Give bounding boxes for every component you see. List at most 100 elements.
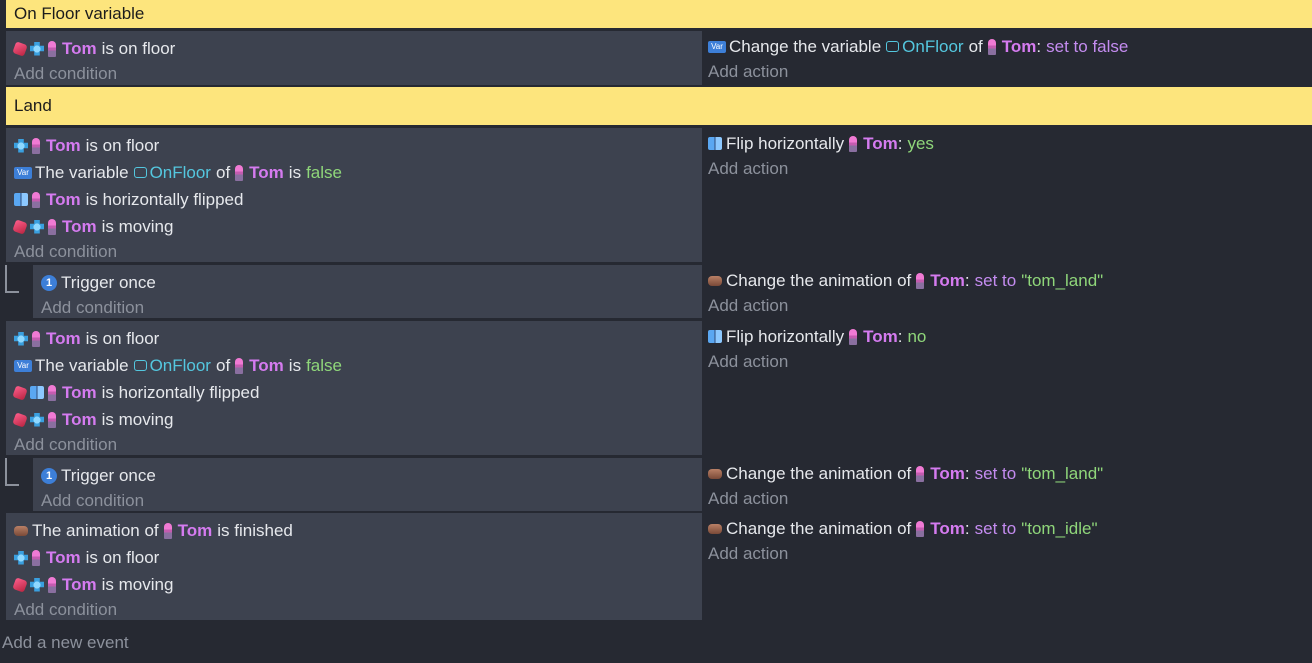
object-name: Tom: [249, 356, 284, 375]
character-icon: [48, 384, 56, 401]
colon: :: [964, 519, 970, 538]
condition-variable-onfloor[interactable]: Var The variable OnFloor of Tom is false: [14, 352, 702, 379]
variable-icon: Var: [14, 166, 32, 179]
add-new-event-link[interactable]: Add a new event: [2, 633, 129, 652]
character-icon: [48, 40, 56, 57]
add-action-link[interactable]: Add action: [708, 62, 789, 81]
value-yes: yes: [907, 134, 934, 153]
conditions-panel[interactable]: 1 Trigger once Add condition: [33, 458, 702, 511]
condition-trigger-once[interactable]: 1 Trigger once: [41, 269, 702, 296]
add-action-link[interactable]: Add action: [708, 489, 789, 508]
group-title: Land: [14, 96, 52, 115]
condition-text: is on floor: [85, 329, 160, 348]
platformer-icon: [30, 412, 44, 427]
animation-icon: [708, 468, 722, 479]
condition-text: is on floor: [85, 136, 160, 155]
operator: set to: [974, 271, 1017, 290]
condition-tom-on-floor[interactable]: Tom is on floor: [14, 325, 702, 352]
conditions-panel[interactable]: Tom is on floor Add condition: [6, 31, 702, 85]
animation-value: "tom_land": [1021, 271, 1104, 290]
of-text: of: [968, 37, 983, 56]
action-text: Change the animation of: [726, 464, 912, 483]
is-text: is: [288, 163, 302, 182]
condition-tom-hflipped[interactable]: Tom is horizontally flipped: [14, 186, 702, 213]
condition-trigger-once[interactable]: 1 Trigger once: [41, 462, 702, 489]
condition-text: is on floor: [101, 39, 176, 58]
object-name: Tom: [46, 329, 81, 348]
actions-panel[interactable]: Change the animation of Tom : set to "to…: [704, 265, 1312, 318]
add-condition-link[interactable]: Add condition: [41, 298, 145, 317]
condition-tom-on-floor[interactable]: Tom is on floor: [14, 132, 702, 159]
action-change-animation[interactable]: Change the animation of Tom : set to "to…: [708, 515, 1312, 542]
cube-icon: [12, 411, 28, 428]
action-flip-yes[interactable]: Flip horizontally Tom : yes: [708, 130, 1312, 157]
action-text: Change the animation of: [726, 271, 912, 290]
condition-tom-not-hflipped[interactable]: Tom is horizontally flipped: [12, 379, 702, 406]
platformer-icon: [30, 577, 44, 592]
cube-icon: [12, 384, 28, 401]
actions-panel[interactable]: Flip horizontally Tom : yes Add action: [704, 128, 1312, 262]
action-change-animation[interactable]: Change the animation of Tom : set to "to…: [708, 460, 1312, 487]
animation-icon: [708, 523, 722, 534]
condition-text: is horizontally flipped: [85, 190, 244, 209]
value-false: false: [306, 356, 342, 375]
action-change-animation[interactable]: Change the animation of Tom : set to "to…: [708, 267, 1312, 294]
condition-text: is horizontally flipped: [101, 383, 260, 402]
add-condition-link[interactable]: Add condition: [14, 64, 118, 83]
character-icon: [32, 330, 40, 347]
action-text: Flip horizontally: [726, 327, 845, 346]
animation-value: "tom_land": [1021, 464, 1104, 483]
add-condition-link[interactable]: Add condition: [14, 600, 118, 619]
object-name: Tom: [46, 136, 81, 155]
add-action-link[interactable]: Add action: [708, 159, 789, 178]
condition-text: is moving: [101, 575, 174, 594]
conditions-panel[interactable]: The animation of Tom is finished Tom is …: [6, 513, 702, 620]
group-header-land[interactable]: Land: [6, 87, 1312, 125]
condition-tom-moving[interactable]: Tom is moving: [12, 213, 702, 240]
object-name: Tom: [863, 134, 898, 153]
condition-tom-on-floor[interactable]: Tom is on floor: [14, 544, 702, 571]
group-header-on-floor-variable[interactable]: On Floor variable: [6, 0, 1312, 28]
condition-tom-moving[interactable]: Tom is moving: [12, 406, 702, 433]
object-name: Tom: [46, 548, 81, 567]
operator: set to: [974, 464, 1017, 483]
actions-panel[interactable]: Change the animation of Tom : set to "to…: [704, 513, 1312, 620]
condition-animation-finished[interactable]: The animation of Tom is finished: [14, 517, 702, 544]
condition-variable-onfloor[interactable]: Var The variable OnFloor of Tom is false: [14, 159, 702, 186]
event-4[interactable]: The animation of Tom is finished Tom is …: [0, 513, 1312, 620]
add-action-link[interactable]: Add action: [708, 352, 789, 371]
sub-event-connector: [5, 265, 19, 293]
condition-tom-not-moving[interactable]: Tom is moving: [12, 571, 702, 598]
condition-tom-on-floor[interactable]: Tom is on floor: [12, 35, 702, 62]
add-condition-link[interactable]: Add condition: [41, 491, 145, 510]
sub-event-trigger-once-2[interactable]: 1 Trigger once Add condition Change the …: [0, 458, 1312, 511]
sub-event-trigger-once-1[interactable]: 1 Trigger once Add condition Change the …: [0, 265, 1312, 318]
platformer-icon: [14, 331, 28, 346]
action-flip-no[interactable]: Flip horizontally Tom : no: [708, 323, 1312, 350]
add-action-link[interactable]: Add action: [708, 296, 789, 315]
colon: :: [964, 271, 970, 290]
add-action-link[interactable]: Add action: [708, 544, 789, 563]
character-icon: [48, 411, 56, 428]
character-icon: [32, 191, 40, 208]
variable-name: OnFloor: [149, 163, 211, 182]
event-2[interactable]: Tom is on floor Var The variable OnFloor…: [0, 128, 1312, 262]
conditions-panel[interactable]: Tom is on floor Var The variable OnFloor…: [6, 128, 702, 262]
condition-text: is moving: [101, 410, 174, 429]
flip-icon: [708, 330, 722, 343]
action-change-variable[interactable]: Var Change the variable OnFloor of Tom :…: [708, 33, 1312, 60]
conditions-panel[interactable]: Tom is on floor Var The variable OnFloor…: [6, 321, 702, 455]
add-condition-link[interactable]: Add condition: [14, 435, 118, 454]
operator-value: set to false: [1046, 37, 1129, 56]
event-1[interactable]: Tom is on floor Add condition Var Change…: [0, 31, 1312, 85]
actions-panel[interactable]: Var Change the variable OnFloor of Tom :…: [704, 31, 1312, 85]
conditions-panel[interactable]: 1 Trigger once Add condition: [33, 265, 702, 318]
add-condition-link[interactable]: Add condition: [14, 242, 118, 261]
group-title: On Floor variable: [14, 4, 145, 23]
character-icon: [849, 328, 858, 345]
actions-panel[interactable]: Change the animation of Tom : set to "to…: [704, 458, 1312, 511]
actions-panel[interactable]: Flip horizontally Tom : no Add action: [704, 321, 1312, 455]
variable-icon: Var: [14, 359, 32, 372]
event-3[interactable]: Tom is on floor Var The variable OnFloor…: [0, 321, 1312, 455]
character-icon: [849, 135, 858, 152]
